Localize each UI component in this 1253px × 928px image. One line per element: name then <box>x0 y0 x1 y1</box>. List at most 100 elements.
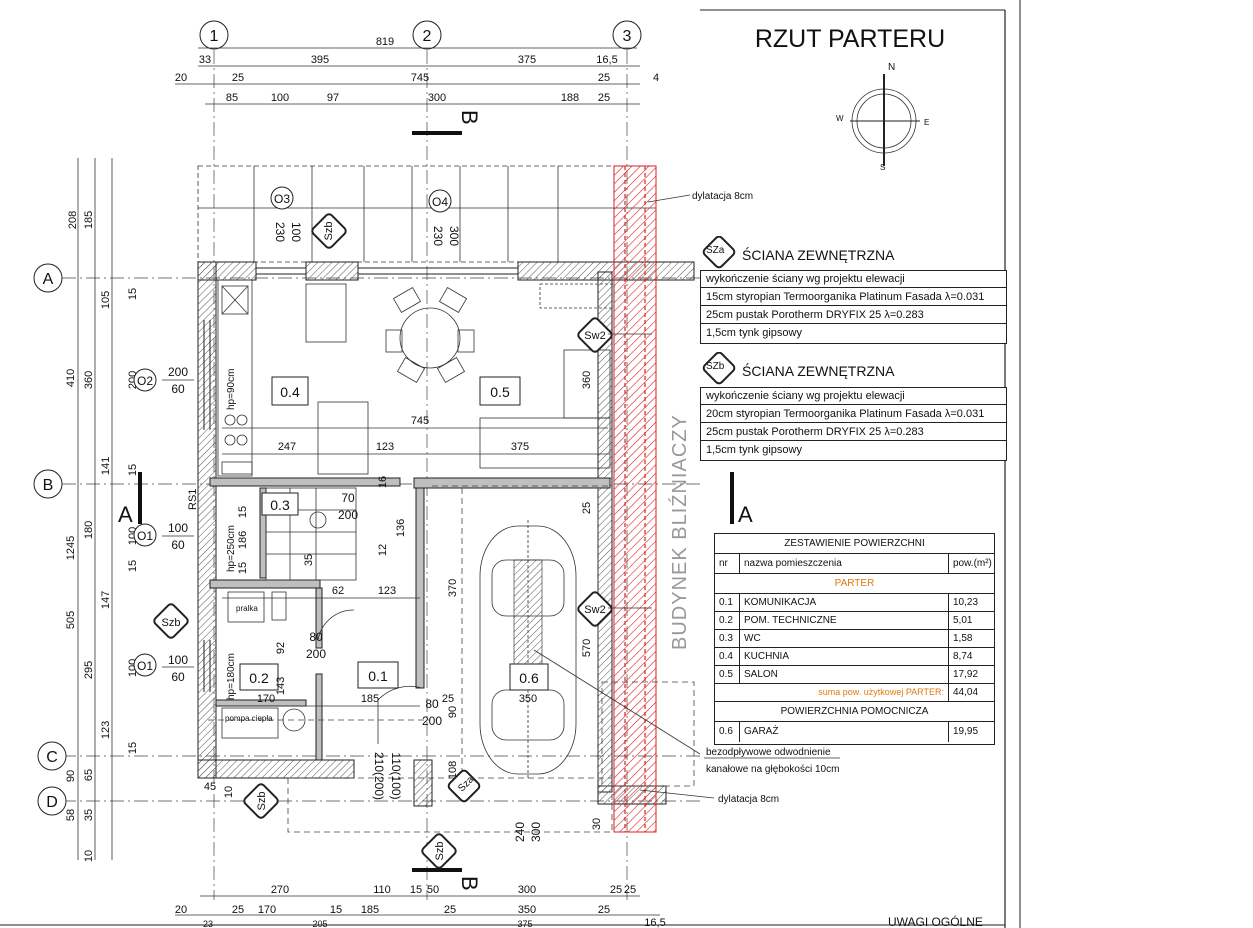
dim-top-r3-0: 20 <box>175 72 187 84</box>
wall-type-sza-tag: SZa <box>706 245 725 256</box>
dim-bot-r2-7: 25 <box>598 904 610 916</box>
dim-top-r2-2: 375 <box>518 54 536 66</box>
idim-5: 123 <box>378 585 396 597</box>
wall-tag-0: Szb <box>323 222 335 241</box>
dim-left-mid-0: 410 <box>65 369 77 387</box>
idim-34: 10 <box>223 786 235 798</box>
car-icon <box>479 520 577 780</box>
idim-23: 136 <box>395 519 407 537</box>
win-o1b-code: O1 <box>137 659 153 673</box>
interior-dimensions: 745 247 123 375 62 123 370 570 350 360 8… <box>204 371 610 842</box>
dim-bot-r2-1: 25 <box>232 904 244 916</box>
win-o1b-h: 60 <box>171 670 185 684</box>
section-b-top: B <box>457 110 482 125</box>
dining-table <box>385 287 475 383</box>
dim-bot-r1-1: 110 <box>373 884 391 896</box>
dim-bot-r2-0: 20 <box>175 904 187 916</box>
win-o4-h: 230 <box>431 226 445 246</box>
room-02: 0.2 <box>249 670 269 686</box>
area-cell-name: POM. TECHNICZNE <box>739 612 948 629</box>
area-table-header-row: nr nazwa pomieszczenia pow.(m²) <box>715 554 994 574</box>
wall-tags: Szb Szb Szb Szb Sza Sw2 Sw2 <box>153 213 652 869</box>
win-o2-w: 200 <box>168 365 188 379</box>
wall-type-sza-diamond-icon <box>702 236 736 269</box>
idim-26: 15 <box>237 506 249 518</box>
dim-bot-r1-0: 270 <box>271 884 289 896</box>
row-axes: A B C D <box>33 263 700 816</box>
win-o3-w: 100 <box>289 222 303 242</box>
szb-layer-3: 1,5cm tynk gipsowy <box>706 444 802 456</box>
dim-top-total: 819 <box>376 36 394 48</box>
kitchen-counter <box>217 279 347 477</box>
area-cell-area: 17,92 <box>948 666 994 683</box>
dim-left-in-1: 185 <box>83 211 95 229</box>
room-01: 0.1 <box>368 668 388 684</box>
bottom-dimensions: 270 110 15 50 300 25 25 20 25 170 15 185… <box>175 884 666 928</box>
wall-tag-2: Szb <box>256 792 268 811</box>
area-cell-nr: 0.3 <box>719 633 733 644</box>
area-section-parter: PARTER <box>715 574 994 594</box>
szb-layer-1: 20cm styropian Termoorganika Platinum Fa… <box>701 406 1006 423</box>
dim-bot-r2-8: 16,5 <box>644 917 665 928</box>
axis-col-1: 1 <box>210 28 219 45</box>
dim-bot-r2-3: 15 <box>330 904 342 916</box>
wall-type-szb-diamond-icon <box>702 352 736 385</box>
area-cell-nr: 0.5 <box>719 669 733 680</box>
sza-layer-1: 15cm styropian Termoorganika Platinum Fa… <box>701 289 1006 306</box>
dim-left-in-0: 208 <box>67 211 79 229</box>
axis-col-3: 3 <box>623 28 632 45</box>
dim-left-in-5: 180 <box>83 521 95 539</box>
wall-type-szb-tag: SZb <box>706 361 725 372</box>
section-marks: A A B B <box>118 110 753 891</box>
area-th-area: pow.(m²) <box>948 554 994 573</box>
dim-bot-r3-1: 205 <box>312 919 327 928</box>
axis-row-c: C <box>46 749 58 766</box>
dim-left-mid-4: 10 <box>83 850 95 862</box>
wall-tag-6: Sw2 <box>584 604 605 616</box>
area-cell-nr: 0.2 <box>719 615 733 626</box>
area-cell-name: KUCHNIA <box>739 648 948 665</box>
note-rs1: RS1 <box>187 489 199 510</box>
window-tags: O1 100 60 O1 100 60 O2 200 60 O3 100 230… <box>133 186 461 684</box>
sza-layer-0: wykończenie ściany wg projektu elewacji <box>701 271 1006 288</box>
idim-9: 360 <box>581 371 593 389</box>
note-hp-stair: hp=250cm <box>226 525 237 572</box>
area-sum-label: suma pow. użytkowej PARTER: <box>818 687 944 697</box>
compass-s: S <box>880 163 885 172</box>
win-o3-h: 230 <box>273 222 287 242</box>
idim-32: 30 <box>591 818 603 830</box>
area-cell-name: SALON <box>739 666 948 683</box>
dim-top-r3-1: 25 <box>232 72 244 84</box>
note-pompa: pompa ciepła <box>225 714 273 723</box>
door-swings <box>317 609 423 744</box>
dim-top-r4-2: 97 <box>327 92 339 104</box>
dim-left-in2-4: 15 <box>127 560 139 572</box>
area-table-title: ZESTAWIENIE POWIERZCHNI <box>715 534 994 554</box>
wall-type-sza-header: SZa ŚCIANA ZEWNĘTRZNA <box>700 236 1006 270</box>
axis-row-d: D <box>46 794 58 811</box>
dim-top-r4-0: 85 <box>226 92 238 104</box>
dim-top-r4-5: 25 <box>598 92 610 104</box>
win-o3-code: O3 <box>274 192 290 206</box>
idim-33: 45 <box>204 781 216 793</box>
szb-layer-0: wykończenie ściany wg projektu elewacji <box>701 388 1006 405</box>
idim-4: 62 <box>332 585 344 597</box>
note-pralka: pralka <box>236 604 258 613</box>
dim-left-in-2: 105 <box>100 291 112 309</box>
dim-bot-r2-4: 185 <box>361 904 379 916</box>
area-cell-nr: 0.1 <box>719 597 733 608</box>
sofa <box>317 283 615 475</box>
dim-left-in-10: 35 <box>83 809 95 821</box>
dim-left-in-4: 141 <box>100 457 112 475</box>
dim-left-mid-1: 505 <box>65 611 77 629</box>
dim-top-r2-1: 395 <box>311 54 329 66</box>
section-a-left: A <box>118 502 133 527</box>
area-sum-value: 44,04 <box>948 684 994 701</box>
idim-0: 745 <box>411 415 429 427</box>
idim-29: 35 <box>303 554 315 566</box>
neighbour-building: BUDYNEK BLIŹNIACZY <box>668 414 691 650</box>
idim-27: 186 <box>237 531 249 549</box>
dim-top-r2-3: 16,5 <box>596 54 617 66</box>
